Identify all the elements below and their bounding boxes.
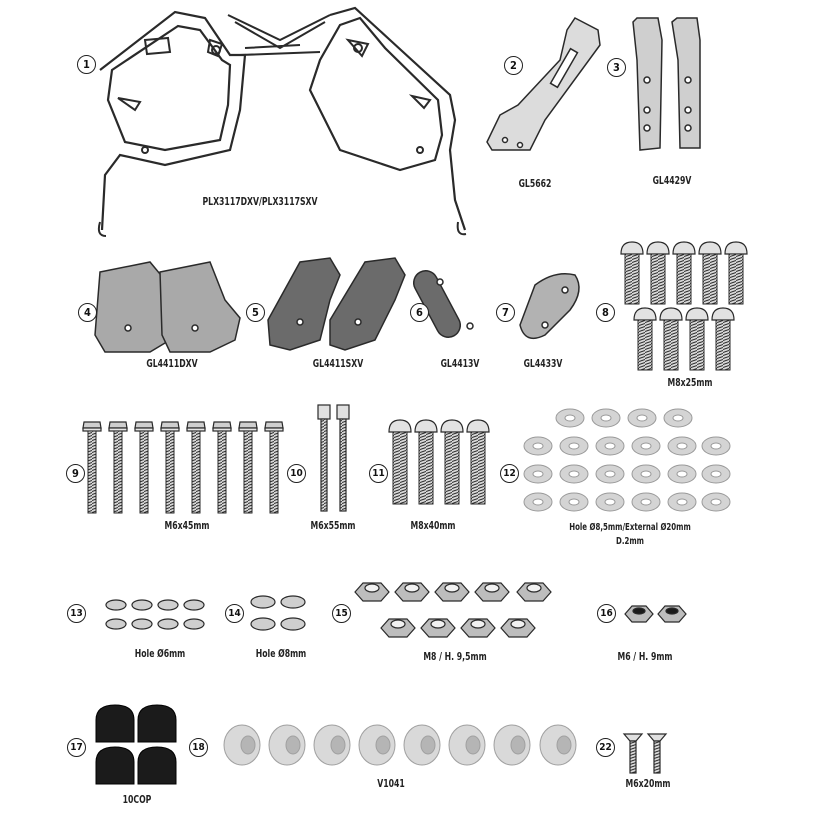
label-part-8: M8x25mm <box>667 377 713 389</box>
badge-17: 17 <box>67 738 86 757</box>
badge-14: 14 <box>225 604 244 623</box>
label-part-10: M6x55mm <box>310 520 356 532</box>
badge-4: 4 <box>78 303 97 322</box>
part-2-bracket <box>486 17 601 151</box>
part-6-link <box>412 270 474 338</box>
badge-22: 22 <box>596 738 615 757</box>
label-part-15: M8 / H. 9,5mm <box>423 651 487 663</box>
part-4-plates <box>94 261 241 353</box>
label-part-6: GL4413V <box>440 358 480 370</box>
part-18-spacers <box>223 724 577 766</box>
badge-2: 2 <box>504 56 523 75</box>
part-17-caps <box>95 704 177 785</box>
badge-5: 5 <box>246 303 265 322</box>
part-8-bolts <box>620 241 748 371</box>
label-part-12: Hole Ø8,5mm/External Ø20mm <box>569 522 691 533</box>
part-7-link <box>519 273 580 340</box>
label-part-5: GL4411SXV <box>312 358 364 370</box>
label-part-2: GL5662 <box>518 178 552 190</box>
label-part-22: M6x20mm <box>625 778 671 790</box>
label-part-13: Hole Ø6mm <box>134 648 186 660</box>
label-part-3: GL4429V <box>652 175 692 187</box>
part-22-screws <box>622 733 668 774</box>
badge-6: 6 <box>410 303 429 322</box>
part-13-spring-washers <box>105 599 205 630</box>
label-part-4: GL4411DXV <box>146 358 198 370</box>
part-15-nuts <box>354 582 552 638</box>
part-3-plates <box>632 17 701 151</box>
part-9-bolts <box>82 421 284 514</box>
badge-7: 7 <box>496 303 515 322</box>
part-5-plates <box>267 257 406 351</box>
label-part-14: Hole Ø8mm <box>255 648 307 660</box>
part-10-bolts <box>317 404 350 512</box>
part-11-bolts <box>388 419 490 505</box>
badge-9: 9 <box>66 464 85 483</box>
badge-12: 12 <box>500 464 519 483</box>
badge-16: 16 <box>597 604 616 623</box>
badge-15: 15 <box>332 604 351 623</box>
part-1-side-frames <box>97 6 467 237</box>
badge-11: 11 <box>369 464 388 483</box>
part-12-washers <box>523 408 731 512</box>
part-16-nuts <box>624 605 687 623</box>
label-part-9: M6x45mm <box>164 520 210 532</box>
label-part-12-b: D.2mm <box>616 536 644 547</box>
label-part-16: M6 / H. 9mm <box>617 651 673 663</box>
label-part-18: V1041 <box>377 778 405 790</box>
badge-1: 1 <box>77 55 96 74</box>
part-14-spring-washers <box>250 595 306 631</box>
label-part-17: 10COP <box>122 794 152 806</box>
label-part-11: M8x40mm <box>410 520 456 532</box>
badge-18: 18 <box>189 738 208 757</box>
badge-10: 10 <box>287 464 306 483</box>
label-part-1: PLX3117DXV/PLX3117SXV <box>202 196 318 208</box>
badge-8: 8 <box>596 303 615 322</box>
badge-3: 3 <box>607 58 626 77</box>
badge-13: 13 <box>67 604 86 623</box>
label-part-7: GL4433V <box>523 358 563 370</box>
